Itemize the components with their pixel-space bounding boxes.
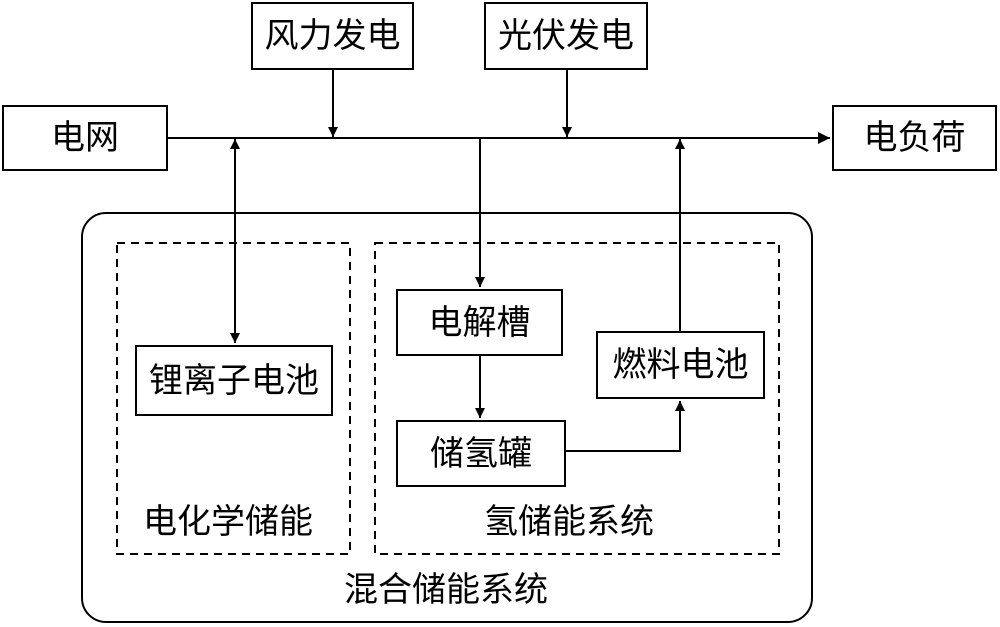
wind-power-label: 风力发电 bbox=[264, 16, 401, 56]
load-label: 电负荷 bbox=[863, 118, 966, 158]
hydrogen-group-border bbox=[374, 242, 780, 555]
grid-label: 电网 bbox=[51, 118, 119, 158]
electrolyzer-box: 电解槽 bbox=[396, 289, 563, 356]
hydrogen-group-label: 氢储能系统 bbox=[484, 502, 654, 542]
pv-power-label: 光伏发电 bbox=[498, 16, 634, 56]
pv-power-box: 光伏发电 bbox=[484, 2, 648, 70]
hybrid-system-label: 混合储能系统 bbox=[344, 570, 548, 610]
fuel-cell-box: 燃料电池 bbox=[596, 331, 765, 399]
wind-power-box: 风力发电 bbox=[251, 2, 414, 70]
electrolyzer-label: 电解槽 bbox=[428, 302, 531, 343]
li-battery-label: 锂离子电池 bbox=[149, 360, 319, 401]
electrochemical-group-label: 电化学储能 bbox=[143, 502, 313, 542]
h2-tank-label: 储氢罐 bbox=[430, 433, 532, 474]
li-battery-box: 锂离子电池 bbox=[135, 345, 333, 416]
load-box: 电负荷 bbox=[832, 105, 997, 171]
tank-to-fuelcell-arrow bbox=[566, 401, 685, 452]
fuel-cell-label: 燃料电池 bbox=[612, 345, 749, 385]
h2-tank-box: 储氢罐 bbox=[396, 420, 566, 487]
hybrid-system-container bbox=[81, 212, 813, 623]
grid-box: 电网 bbox=[2, 105, 168, 171]
